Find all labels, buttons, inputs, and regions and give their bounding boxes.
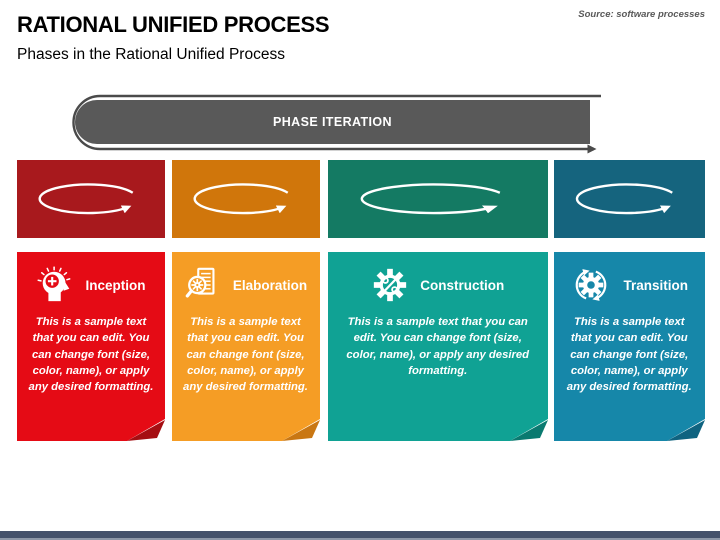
- loop-ellipse-arrow-icon: [564, 173, 694, 224]
- iteration-block-construction: [328, 160, 548, 238]
- iteration-block-elaboration: [171, 160, 320, 238]
- idea-head-icon: [36, 266, 70, 302]
- phase-body-text: This is a sample text that you can edit.…: [566, 316, 692, 394]
- card-header: Transition: [554, 266, 706, 304]
- phase-title: Inception: [85, 277, 146, 293]
- phase-body-text: This is a sample text that you can edit.…: [28, 316, 154, 394]
- footer-bar: [0, 531, 720, 540]
- page-subtitle: Phases in the Rational Unified Process: [17, 46, 285, 63]
- card-header: Inception: [17, 266, 165, 304]
- phase-card-elaboration: Elaboration This is a sample text that y…: [171, 252, 320, 441]
- phase-title: Construction: [420, 277, 505, 293]
- page-title: RATIONAL UNIFIED PROCESS: [17, 12, 330, 37]
- gear-tools-icon: [374, 268, 407, 302]
- phase-body-text: This is a sample text that you can edit.…: [183, 316, 308, 394]
- phase-iteration-label: PHASE ITERATION: [273, 115, 392, 129]
- phase-iteration-banner: PHASE ITERATION: [75, 100, 590, 144]
- iteration-block-transition: [553, 160, 705, 238]
- gear-cycle-icon: [576, 269, 607, 301]
- card-header: Construction: [328, 266, 548, 304]
- phase-card-transition: Transition This is a sample text that yo…: [553, 252, 706, 441]
- phase-title: Elaboration: [232, 277, 308, 293]
- phase-card-construction: Construction This is a sample text that …: [328, 252, 548, 441]
- iteration-block-inception: [17, 160, 165, 238]
- loop-ellipse-arrow-icon: [182, 173, 309, 224]
- card-header: Elaboration: [172, 266, 320, 304]
- source-note: Source: software processes: [578, 9, 705, 20]
- phase-body-text: This is a sample text that you can edit.…: [346, 316, 530, 377]
- loop-ellipse-arrow-icon: [343, 173, 532, 224]
- page-fold-icon: [127, 419, 165, 441]
- page-fold-icon: [667, 419, 705, 441]
- phase-card-inception: Inception This is a sample text that you…: [17, 252, 165, 441]
- page-fold-icon: [509, 419, 548, 441]
- loop-ellipse-arrow-icon: [27, 173, 154, 224]
- phase-title: Transition: [623, 277, 688, 293]
- page-fold-icon: [281, 419, 320, 441]
- magnifier-document-icon: [185, 267, 215, 298]
- iteration-loop-arrow-icon: [72, 94, 601, 154]
